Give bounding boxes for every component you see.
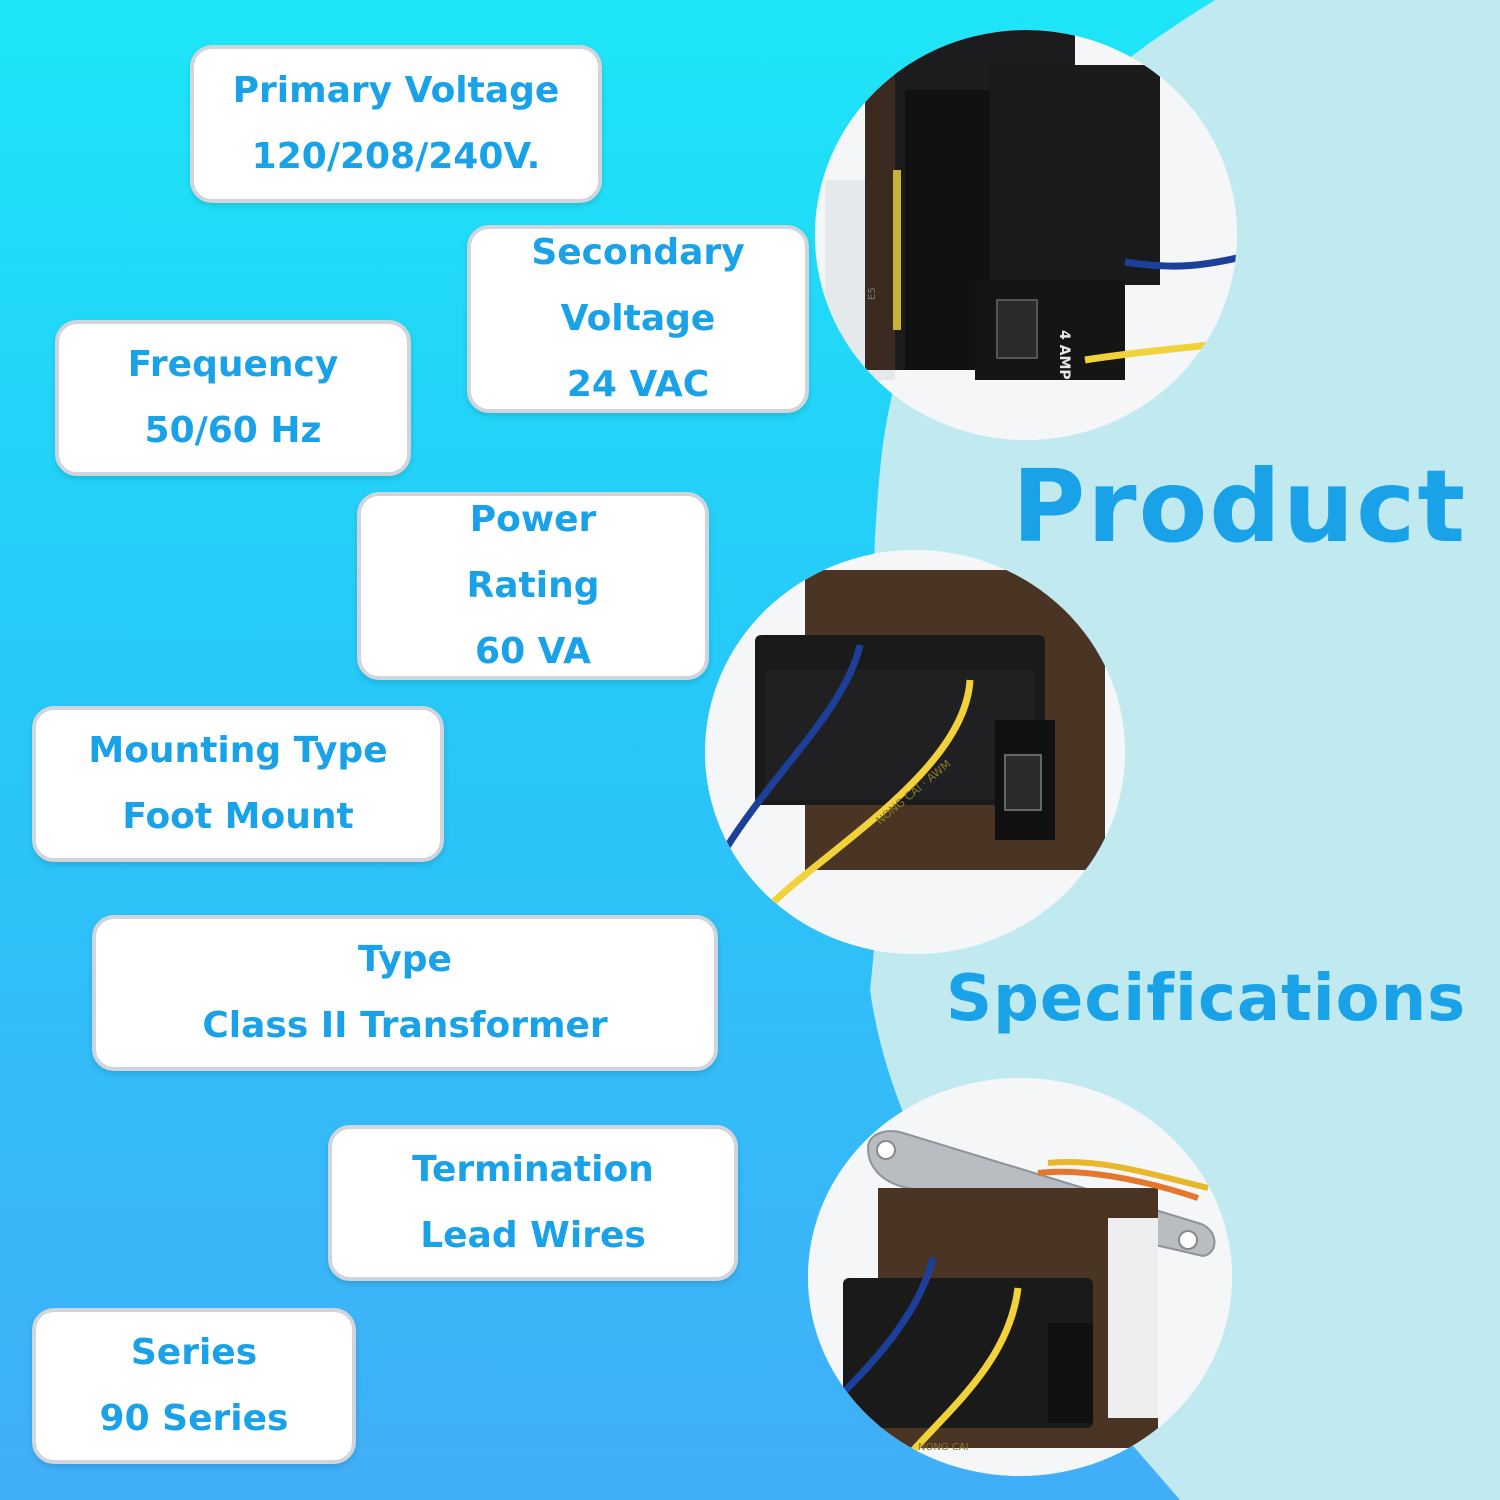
spec-label: Series [130,1332,258,1373]
spec-card-primary-voltage: Primary Voltage 120/208/240V. [190,45,602,203]
headline-product: Product [1012,448,1468,565]
transformer-closeup-illustration: 4 AMP E5 [815,30,1237,440]
spec-label: Power [469,499,597,540]
spec-value: Class II Transformer [202,1005,608,1046]
spec-label: Secondary [531,232,745,273]
spec-value: 120/208/240V. [251,136,541,177]
spec-label: Type [358,939,452,980]
spec-card-frequency: Frequency 50/60 Hz [55,320,411,476]
spec-label: Frequency [127,344,339,385]
spec-value: 24 VAC [566,364,710,405]
product-photo-middle: NONG CAI · AWM [705,550,1125,954]
amp-label: 4 AMP [1056,330,1072,380]
wire-print: NONG CAI [918,1442,969,1453]
spec-card-type: Type Class II Transformer [92,915,718,1071]
spec-label: Mounting Type [88,730,388,771]
spec-card-mounting-type: Mounting Type Foot Mount [32,706,444,862]
spec-card-termination: Termination Lead Wires [328,1125,738,1281]
spec-value: 50/60 Hz [144,410,322,451]
spec-value: 90 Series [99,1398,289,1439]
spec-card-series: Series 90 Series [32,1308,356,1464]
spec-value: Lead Wires [420,1215,646,1256]
panel-mark: E5 [867,287,878,300]
spec-value: Foot Mount [122,796,354,837]
spec-value: 60 VA [475,631,591,672]
product-photo-top: 4 AMP E5 [815,30,1237,440]
spec-label-2: Rating [466,565,600,606]
transformer-mounting-plate-illustration: NONG CAI [808,1078,1232,1476]
headline-specifications: Specifications [946,962,1467,1036]
spec-label: Primary Voltage [232,70,560,111]
product-photo-bottom: NONG CAI [808,1078,1232,1476]
transformer-wires-illustration: NONG CAI · AWM [705,550,1125,954]
spec-card-power-rating: Power Rating 60 VA [357,492,709,680]
spec-card-secondary-voltage: Secondary Voltage 24 VAC [467,225,809,413]
spec-label-2: Voltage [560,298,716,339]
spec-label: Termination [412,1149,654,1190]
